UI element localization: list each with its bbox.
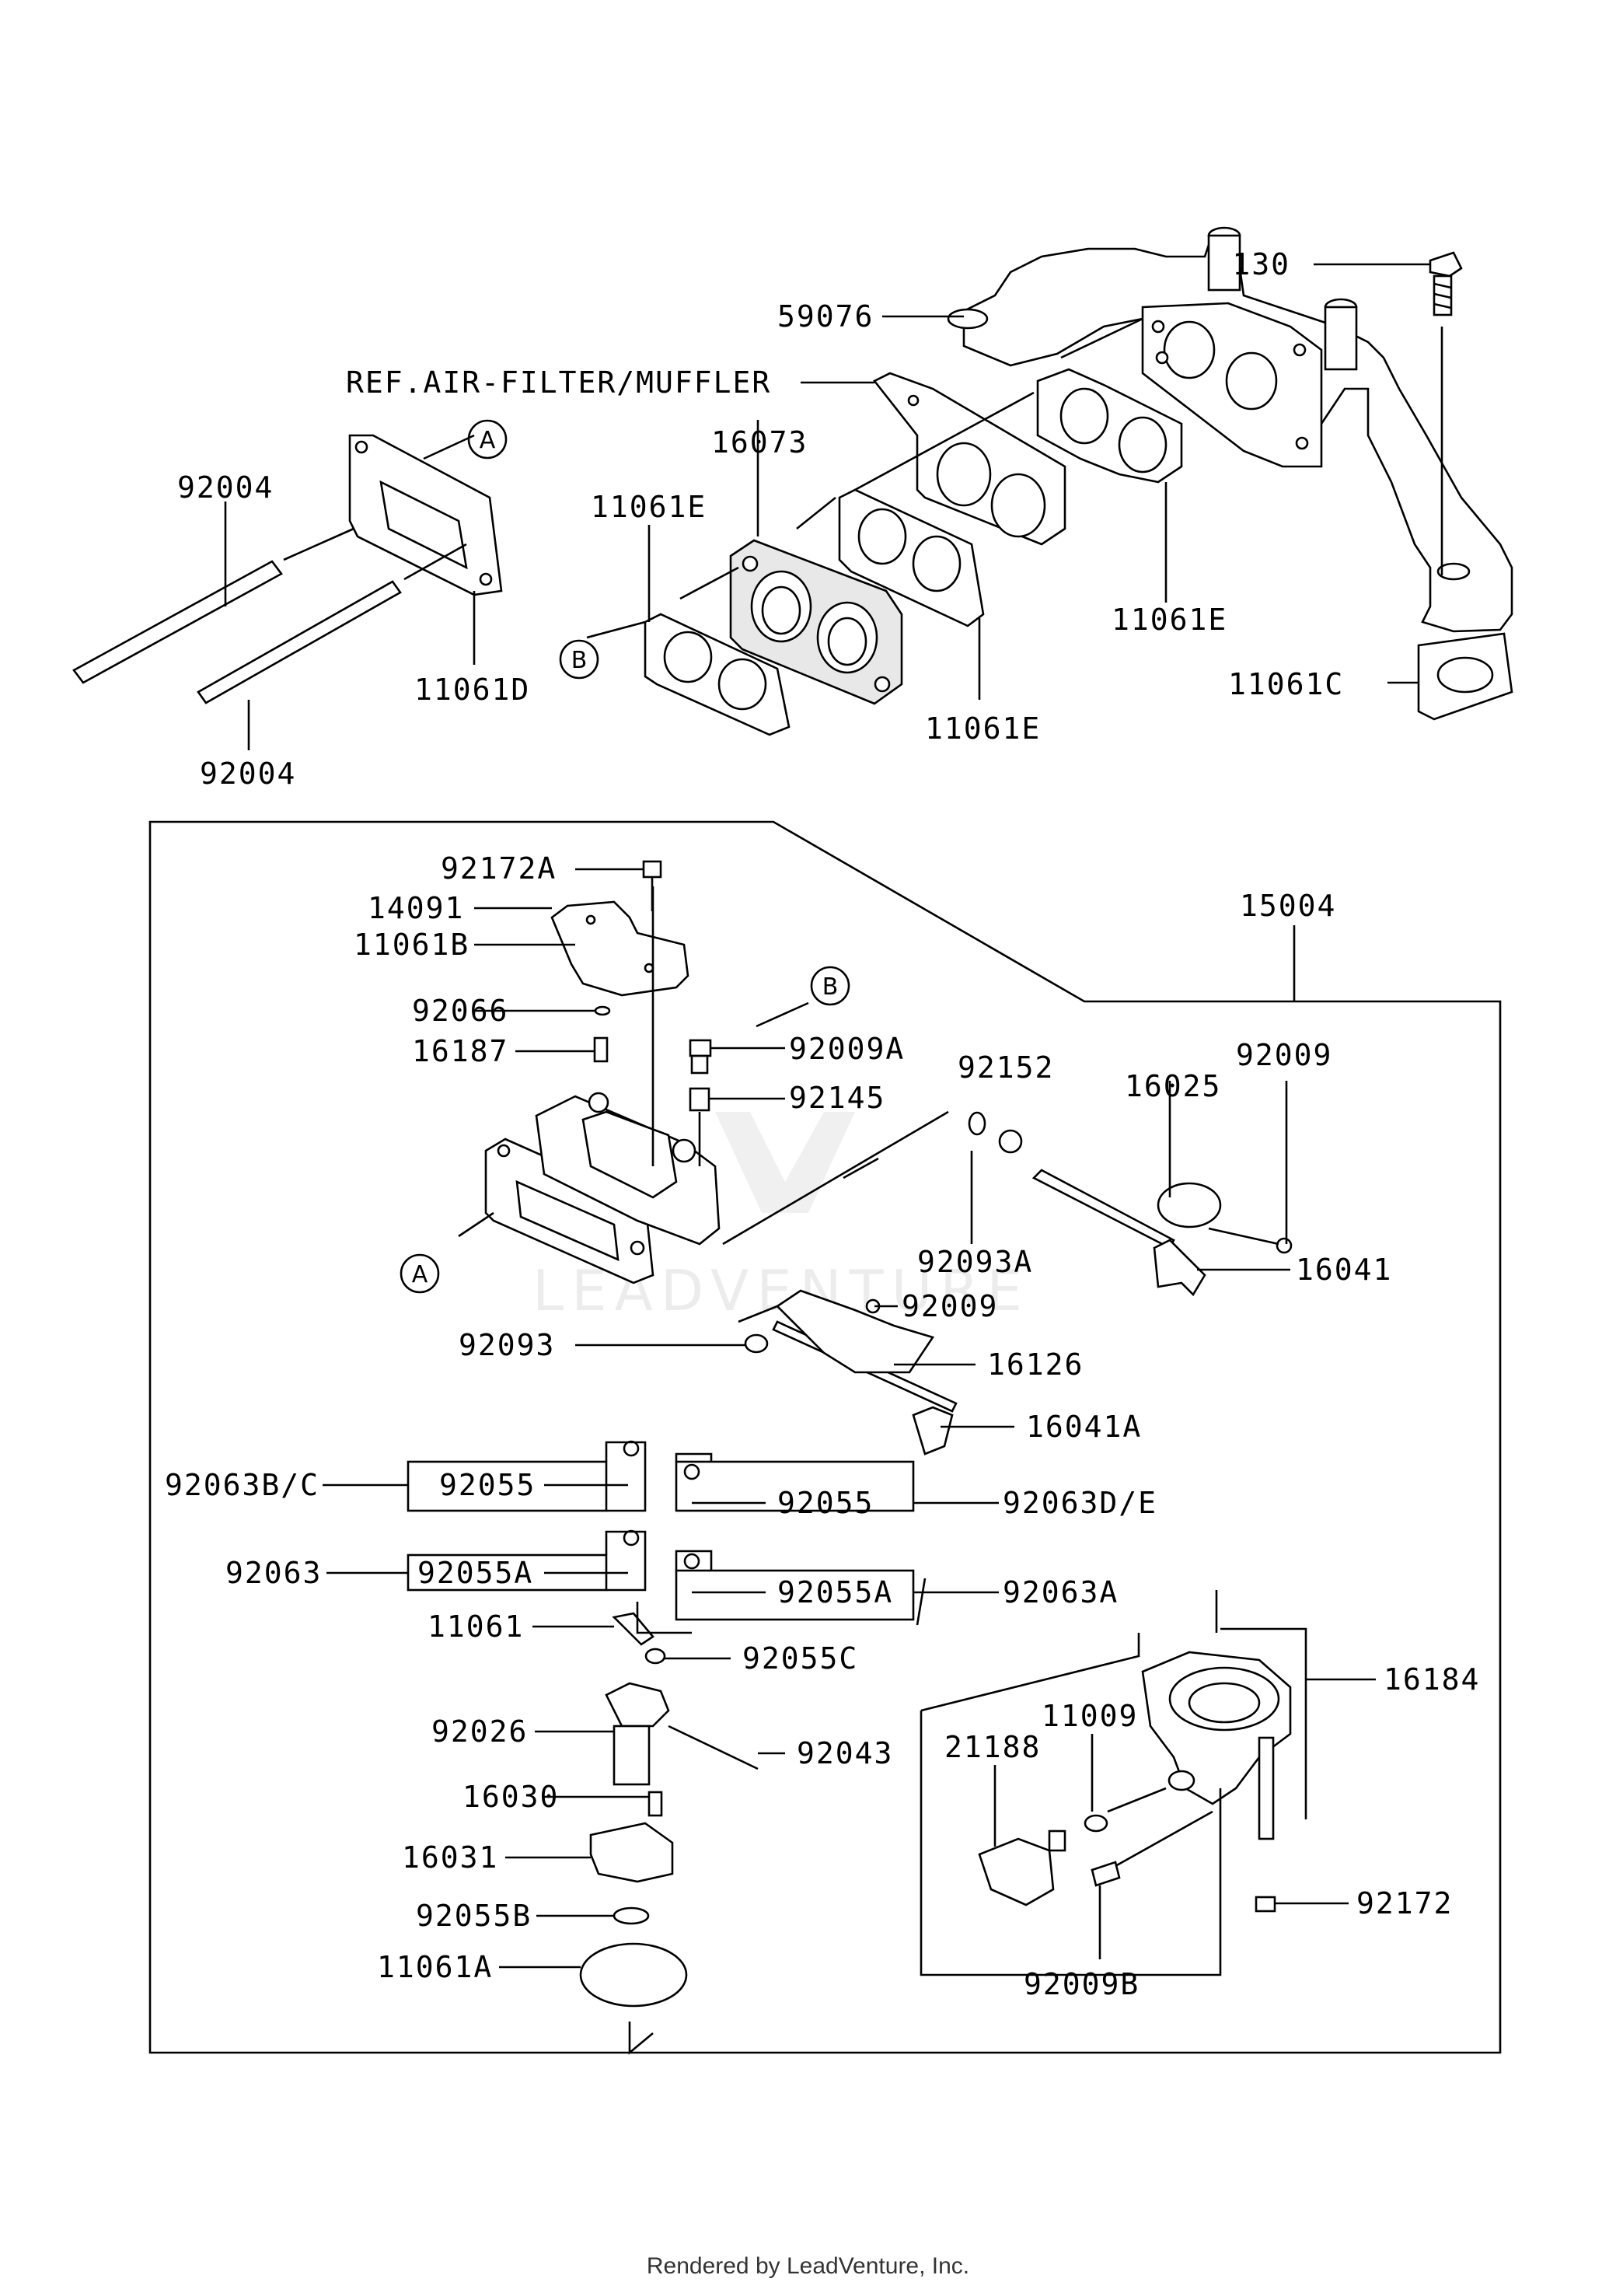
main-leader-lines	[323, 868, 1376, 2055]
label-92055a-right: 92055A	[777, 1575, 893, 1609]
label-92172a: 92172A	[441, 851, 557, 886]
label-14091: 14091	[368, 891, 464, 925]
svg-text:B: B	[822, 973, 839, 1001]
label-16126: 16126	[987, 1347, 1084, 1382]
screw-16187	[593, 1036, 609, 1063]
jet-92063	[623, 1529, 640, 1546]
label-16041: 16041	[1296, 1253, 1392, 1287]
bolt-130	[1429, 251, 1463, 316]
label-16073: 16073	[711, 425, 808, 460]
label-16184: 16184	[1384, 1662, 1480, 1697]
jet-92063bc	[623, 1440, 640, 1457]
label-92009b: 92009B	[1024, 1967, 1140, 2001]
label-11061c: 11061C	[1228, 667, 1344, 701]
ref-circle-a-top: A	[467, 419, 508, 460]
intake-manifold-59076	[947, 226, 1513, 633]
label-92004-bottom: 92004	[200, 757, 296, 791]
label-11061a: 11061A	[377, 1950, 493, 1984]
label-92055-right: 92055	[777, 1486, 874, 1520]
ref-circle-a-mid: A	[400, 1253, 440, 1294]
label-92055b: 92055B	[416, 1899, 532, 1933]
label-92055c: 92055C	[742, 1641, 858, 1676]
label-59076: 59076	[777, 299, 874, 334]
label-ref-air-filter: REF.AIR-FILTER/MUFFLER	[346, 365, 771, 400]
jet-callout-boxes	[407, 1441, 1222, 1976]
top-leader-lines	[224, 263, 1443, 750]
label-92009-mid: 92009	[902, 1289, 998, 1323]
carburetor-body	[484, 1092, 721, 1284]
float-assembly	[579, 1612, 759, 2008]
label-92093: 92093	[459, 1328, 555, 1362]
spacer-16073	[729, 539, 903, 705]
svg-text:A: A	[480, 427, 496, 454]
svg-text:A: A	[412, 1261, 428, 1288]
housing-leader-2	[1220, 1627, 1307, 1819]
label-21188: 21188	[944, 1730, 1041, 1764]
screw-92009a	[689, 1039, 712, 1057]
label-92004-top: 92004	[177, 470, 274, 505]
label-92066: 92066	[412, 994, 508, 1028]
label-11061d: 11061D	[414, 673, 530, 707]
label-92026: 92026	[431, 1714, 528, 1749]
label-92009a: 92009A	[789, 1032, 905, 1066]
jet-92063de	[683, 1463, 700, 1480]
label-11009: 11009	[1042, 1699, 1138, 1733]
label-92063de: 92063D/E	[1003, 1486, 1157, 1520]
choke-housing-16184	[978, 1651, 1292, 1913]
part-labels: 59076 130 REF.AIR-FILTER/MUFFLER 16073 9…	[165, 247, 1480, 2001]
label-16025: 16025	[1125, 1069, 1221, 1103]
label-92172: 92172	[1356, 1886, 1453, 1920]
label-92063a: 92063A	[1003, 1575, 1119, 1609]
label-16031: 16031	[402, 1840, 498, 1875]
label-92063bc: 92063B/C	[165, 1468, 319, 1502]
gasket-11061e-middle	[838, 488, 985, 627]
label-92063: 92063	[225, 1556, 322, 1590]
gasket-11061e-right	[1036, 368, 1183, 484]
studs-92004	[72, 560, 402, 704]
label-11061: 11061	[428, 1609, 524, 1644]
label-16187: 16187	[412, 1034, 508, 1068]
svg-text:B: B	[571, 647, 588, 674]
label-130: 130	[1232, 247, 1290, 281]
air-filter-bracket	[872, 372, 1066, 546]
label-11061b: 11061B	[354, 928, 469, 962]
throttle-shaft-16041a	[744, 1289, 958, 1456]
label-92145: 92145	[789, 1081, 885, 1115]
label-92055-left: 92055	[439, 1468, 536, 1502]
label-11061e-left: 11061E	[591, 490, 707, 524]
ref-circle-b-left: B	[559, 639, 599, 680]
ref-circle-b-mid: B	[810, 966, 850, 1006]
label-92043: 92043	[797, 1736, 893, 1770]
housing-leader	[920, 1633, 1140, 1712]
carburetor-assembly-frame	[148, 820, 1502, 2054]
spring-92145	[689, 1087, 710, 1112]
label-15004: 15004	[1240, 889, 1336, 923]
gasket-11061d	[348, 434, 503, 596]
label-92055a-left: 92055A	[417, 1556, 533, 1590]
label-92152: 92152	[958, 1050, 1054, 1085]
label-92093a: 92093A	[917, 1245, 1033, 1279]
label-92009-top: 92009	[1236, 1038, 1332, 1072]
oring-92066	[594, 1005, 611, 1016]
choke-shaft-16041	[968, 1111, 1293, 1297]
jet-92063a	[683, 1553, 700, 1570]
footer-credit: Rendered by LeadVenture, Inc.	[646, 2253, 970, 2279]
screw-92172a	[642, 860, 662, 879]
label-16030: 16030	[462, 1780, 559, 1814]
gasket-11061c-hole	[1436, 656, 1494, 694]
label-16041a: 16041A	[1026, 1410, 1142, 1444]
gasket-11061e-left	[644, 613, 791, 736]
label-11061e-right: 11061E	[1112, 603, 1227, 637]
label-11061e-mid: 11061E	[925, 711, 1041, 746]
